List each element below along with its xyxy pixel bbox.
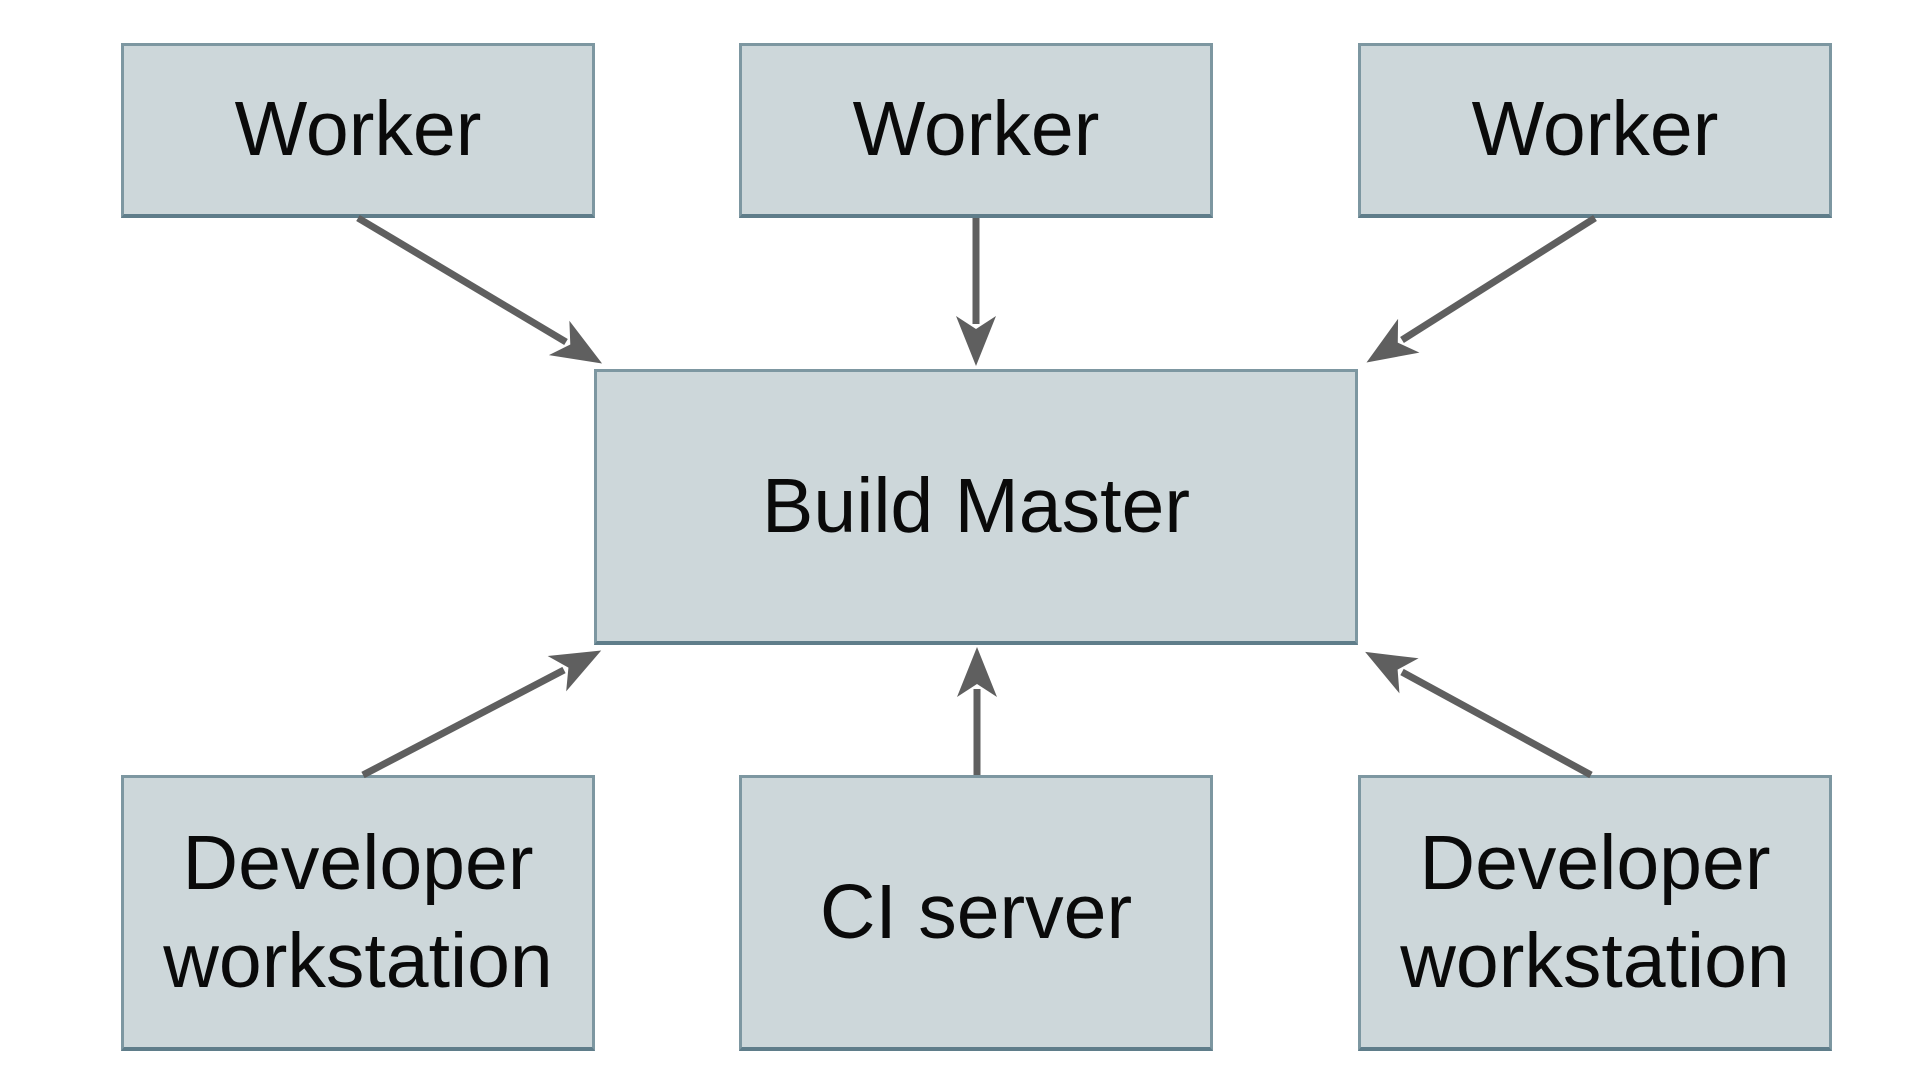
node-ci-server-label: CI server (819, 868, 1133, 955)
edge-developer-workstation-right-to-build-master (1365, 651, 1593, 779)
node-build-master-label: Build Master (762, 462, 1190, 549)
node-worker-2: Worker (739, 43, 1213, 218)
edge-worker-3-to-build-master (1366, 215, 1597, 363)
node-developer-workstation-left: Developer workstation (121, 775, 595, 1051)
node-developer-workstation-right-label: Developer workstation (1400, 820, 1790, 1004)
node-worker-2-label: Worker (852, 86, 1100, 173)
node-worker-3-label: Worker (1471, 86, 1719, 173)
node-build-master: Build Master (594, 369, 1358, 645)
node-worker-1: Worker (121, 43, 595, 218)
node-worker-1-label: Worker (234, 86, 482, 173)
edge-worker-1-to-build-master (356, 214, 603, 364)
node-ci-server: CI server (739, 775, 1213, 1051)
node-worker-3: Worker (1358, 43, 1832, 218)
node-developer-workstation-left-label: Developer workstation (163, 820, 553, 1004)
node-developer-workstation-right: Developer workstation (1358, 775, 1832, 1051)
edge-developer-workstation-left-to-build-master (361, 650, 602, 779)
